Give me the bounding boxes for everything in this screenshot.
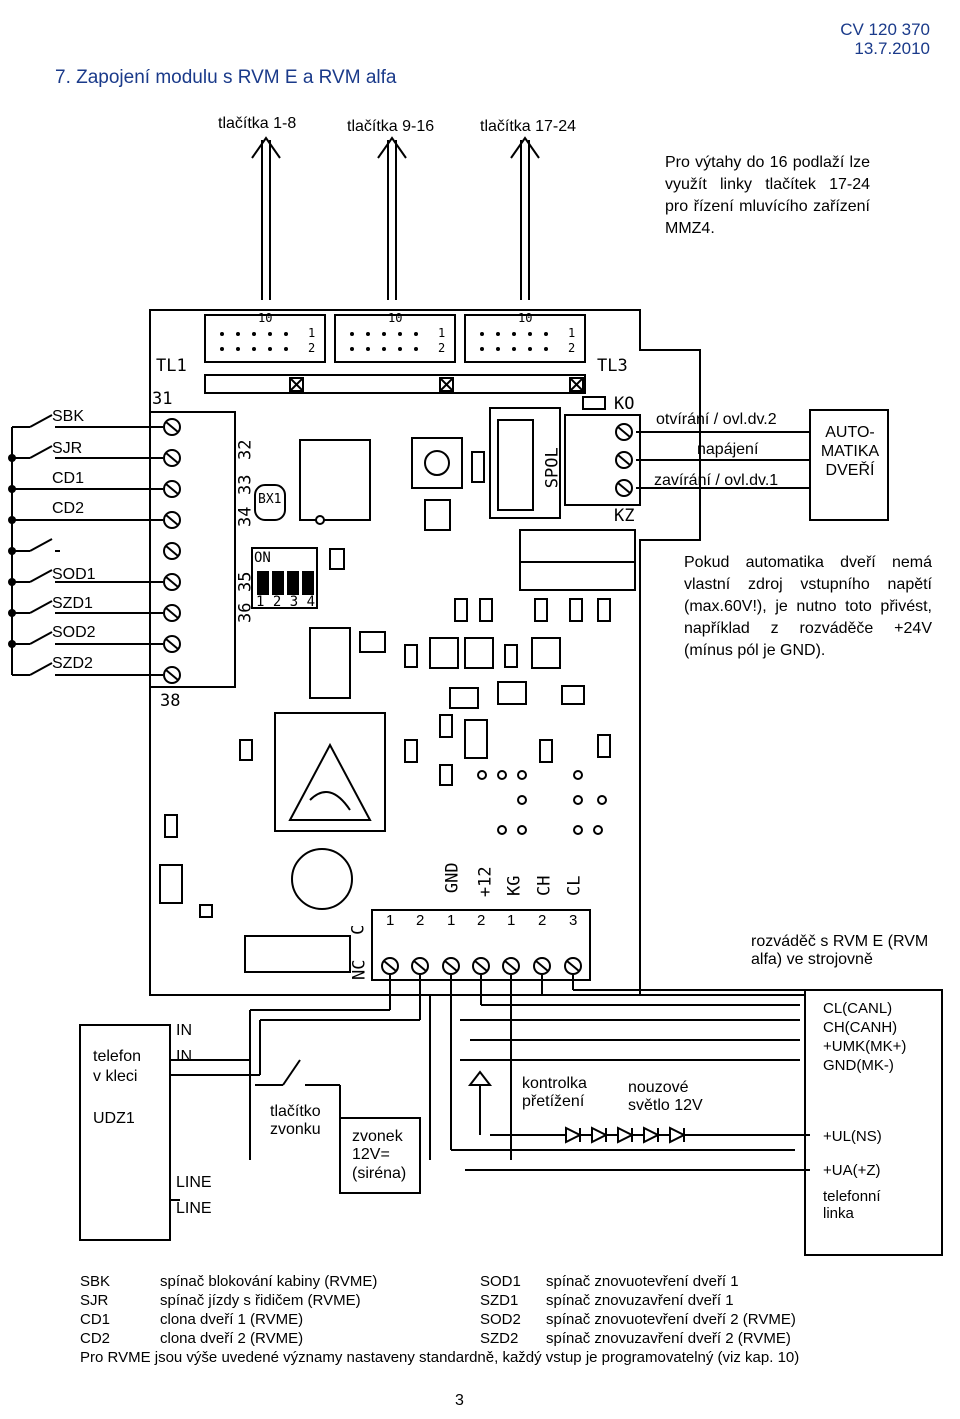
ul-ns-label: +UL(NS) [823, 1128, 882, 1145]
note-lifts: Pro výtahy do 16 podlaží lze využít link… [665, 154, 870, 238]
terminal-35-label: 35 [235, 571, 256, 593]
connector-kz-label: KZ [614, 506, 635, 526]
legend-footer: Pro RVME jsou výše uvedené významy nasta… [80, 1349, 800, 1366]
connector-tl3-label: TL3 [597, 356, 628, 376]
bell-button-label: tlačítko zvonku [270, 1103, 321, 1139]
arrow-buttons-17-24 [510, 136, 540, 300]
ua-z-label: +UA(+Z) [823, 1162, 881, 1179]
terminal-c-label: C [348, 924, 369, 935]
switchboard-label: rozváděč s RVM E (RVM alfa) ve strojovně [751, 933, 929, 969]
overload-lamp-label: kontrolka přetížení [522, 1075, 587, 1111]
bus-cl-label: CL(CANL) [823, 1000, 893, 1017]
esd-warning-icon [274, 712, 386, 832]
header-pin-2-label: 2 [438, 341, 446, 355]
terminal-gnd-label: GND [442, 862, 463, 894]
pcb-components [159, 396, 641, 981]
page-title: 7. Zapojení modulu s RVM E a RVM alfa [55, 67, 397, 88]
door-open-label: otvírání / ovl.dv.2 [656, 411, 777, 428]
phone-line-label: telefonní linka [823, 1188, 881, 1223]
door-automatics-box [809, 409, 889, 521]
header-pin-1-label: 1 [568, 326, 576, 340]
connector-spol-label: SPOL [542, 447, 563, 489]
header-pin-1-label: 1 [308, 326, 316, 340]
arrow-buttons-1-8 [251, 136, 281, 300]
terminal-pin-number: 2 [538, 912, 547, 929]
bus-gnd-label: GND(MK-) [823, 1057, 894, 1074]
terminal-cl-label: CL [564, 875, 585, 897]
terminal-34-label: 34 [235, 506, 256, 528]
arrow-label-9-16: tlačítka 9-16 [347, 118, 435, 135]
page-number: 3 [455, 1392, 464, 1409]
terminal-kg-label: KG [504, 875, 525, 897]
terminal-pin-number: 2 [477, 912, 486, 929]
phone-pin-line-2: LINE [176, 1200, 212, 1217]
bus-ch-label: CH(CANH) [823, 1019, 898, 1036]
header-pin-10-label: 10 [258, 311, 273, 325]
input-label-sbk: SBK [52, 408, 85, 425]
terminal-pin-number: 1 [386, 912, 395, 929]
terminal-pin-number: 3 [569, 912, 578, 929]
door-close-label: zavírání / ovl.dv.1 [654, 472, 779, 489]
input-label-szd2: SZD2 [52, 655, 93, 672]
arrow-buttons-9-16 [377, 136, 407, 300]
header-pin-10-label: 10 [518, 311, 533, 325]
ribbon-connectors [204, 314, 586, 394]
terminal-block-left [149, 411, 236, 688]
phone-pin-in-2: IN [176, 1048, 192, 1065]
phone-model-label: UDZ1 [93, 1110, 135, 1127]
terminal-38-label: 38 [160, 691, 181, 711]
note-door-power: Pokud automatika dveří nemá vlastní zdro… [684, 554, 932, 660]
input-label-sod2: SOD2 [52, 624, 96, 641]
emergency-light-label: nouzové světlo 12V [628, 1079, 703, 1115]
input-label-sod1: SOD1 [52, 566, 96, 583]
header-pin-2-label: 2 [568, 341, 576, 355]
connector-ko-label: KO [614, 394, 635, 414]
terminal-33-label: 33 [235, 474, 256, 496]
terminal-ch-label: CH [534, 875, 555, 897]
crystal-bx1-label: BX1 [258, 492, 282, 507]
terminal-36-label: 36 [235, 602, 256, 624]
phone-pin-in-1: IN [176, 1022, 192, 1039]
terminal-pin-number: 2 [416, 912, 425, 929]
terminal-pin-number: 1 [447, 912, 456, 929]
bell-label: zvonek 12V= (siréna) [352, 1128, 407, 1182]
document-date: 13.7.2010 [854, 39, 930, 58]
input-label-cd2: CD2 [52, 500, 85, 517]
connector-tl1-label: TL1 [156, 356, 187, 376]
header-pin-1-label: 1 [438, 326, 446, 340]
dip-numbers-label: 1 2 3 4 [256, 594, 316, 610]
input-label-szd1: SZD1 [52, 595, 93, 612]
dip-on-label: ON [254, 550, 271, 566]
terminal-31-label: 31 [152, 389, 173, 409]
door-automatics-title: AUTO-MATIKA DVEŘÍ [820, 424, 880, 480]
arrow-label-1-8: tlačítka 1-8 [218, 115, 297, 132]
input-label-sjr: SJR [52, 440, 83, 457]
arrow-label-17-24: tlačítka 17-24 [480, 118, 577, 135]
door-power-label: napájení [697, 441, 759, 458]
terminal-nc-label: NC [349, 959, 370, 981]
phone-location-label: v kleci [93, 1068, 138, 1085]
header-pin-10-label: 10 [388, 311, 403, 325]
document-code: CV 120 370 [840, 20, 930, 39]
phone-label: telefon [93, 1048, 142, 1065]
emergency-led-chain [565, 1126, 687, 1144]
phone-pin-line-1: LINE [176, 1174, 212, 1191]
input-label-cd1: CD1 [52, 470, 85, 487]
terminal-12v-label: +12 [475, 866, 496, 898]
header-pin-2-label: 2 [308, 341, 316, 355]
terminal-32-label: 32 [235, 439, 256, 461]
terminal-pin-number: 1 [507, 912, 516, 929]
bus-umk-label: +UMK(MK+) [823, 1038, 907, 1055]
